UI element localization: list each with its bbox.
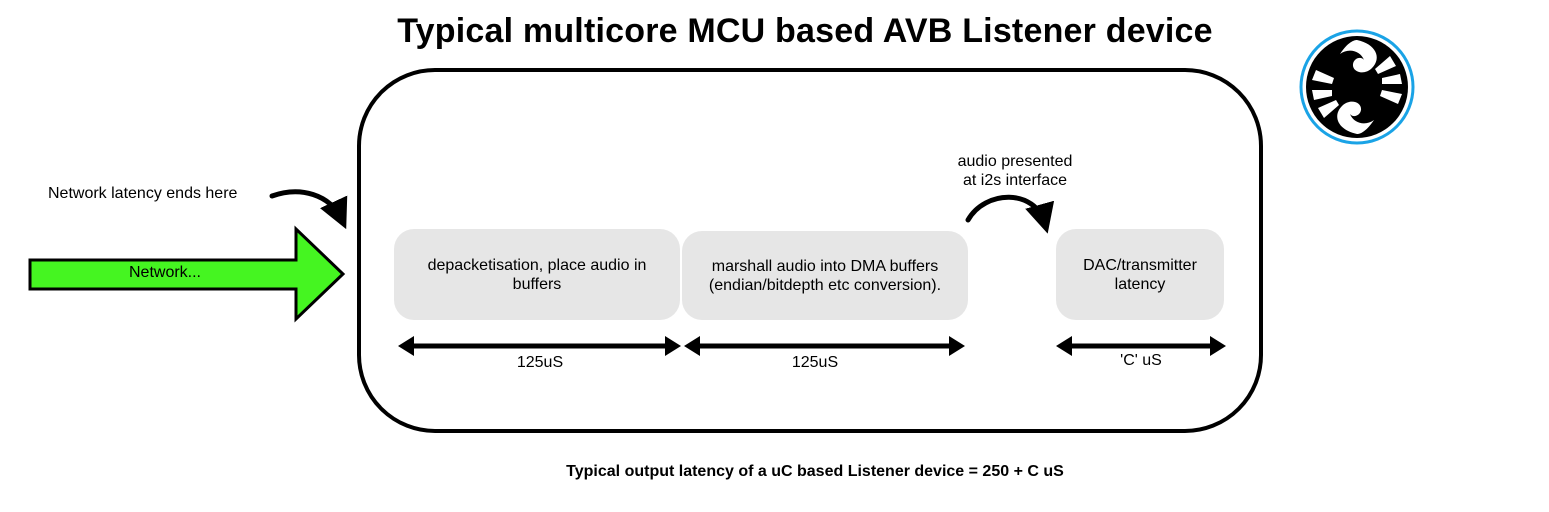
stage-dac-transmitter: DAC/transmitter latency bbox=[1056, 229, 1224, 320]
network-arrow bbox=[28, 225, 346, 323]
stage-depacketisation: depacketisation, place audio in buffers bbox=[394, 229, 680, 320]
network-latency-label: Network latency ends here bbox=[48, 185, 238, 202]
duration-label-2: 125uS bbox=[791, 354, 839, 371]
duration-label-1: 125uS bbox=[516, 354, 564, 371]
i2s-annotation: audio presented at i2s interface bbox=[957, 153, 1073, 189]
duration-label-3: 'C' uS bbox=[1120, 352, 1162, 369]
listener-device-frame bbox=[357, 68, 1263, 433]
network-latency-curved-arrow bbox=[269, 189, 348, 230]
diagram-title: Typical multicore MCU based AVB Listener… bbox=[397, 12, 1213, 50]
duration-arrow-2 bbox=[684, 336, 965, 356]
stage-marshall-audio: marshall audio into DMA buffers (endian/… bbox=[682, 231, 968, 320]
network-arrow-label: Network... bbox=[128, 264, 201, 281]
latency-summary: Typical output latency of a uC based Lis… bbox=[566, 463, 1064, 480]
duration-arrow-1 bbox=[398, 336, 681, 356]
duration-arrow-3 bbox=[1056, 336, 1226, 356]
i2s-curved-arrow bbox=[965, 194, 1055, 234]
swirl-logo-icon bbox=[1299, 29, 1415, 145]
